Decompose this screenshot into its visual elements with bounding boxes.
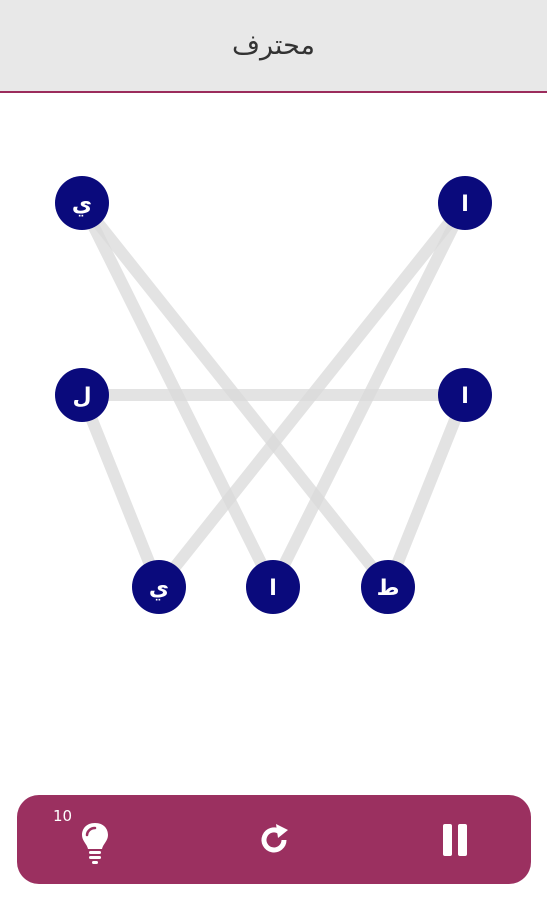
restart-icon: [261, 823, 288, 852]
node-letter: ي: [72, 192, 92, 217]
level-title: محترف: [232, 30, 315, 61]
pause-icon: [443, 823, 467, 856]
edge-n3-n5: [76, 389, 165, 593]
bottom-control-bar: 10: [17, 795, 531, 884]
node-circle[interactable]: [246, 560, 300, 614]
edge-n4-n7: [382, 389, 471, 593]
hint-count-label: 10: [53, 807, 73, 825]
node-circle[interactable]: [55, 176, 109, 230]
node-letter: ا: [269, 576, 277, 601]
lightbulb-icon: [82, 822, 108, 864]
node-letter: ط: [377, 576, 400, 601]
letter-node[interactable]: ل: [55, 368, 109, 422]
letter-node[interactable]: ا: [438, 176, 492, 230]
pause-button[interactable]: [415, 795, 495, 884]
node-circle[interactable]: [438, 176, 492, 230]
letter-node[interactable]: ي: [55, 176, 109, 230]
letter-node[interactable]: ا: [246, 560, 300, 614]
puzzle-canvas[interactable]: ي ا ل ا ي ا ط: [0, 95, 547, 785]
node-letter: ي: [149, 576, 169, 601]
node-circle[interactable]: [438, 368, 492, 422]
node-letter: ا: [461, 384, 469, 409]
node-letter: ا: [461, 192, 469, 217]
puzzle-board[interactable]: ي ا ل ا ي ا ط: [0, 95, 547, 785]
node-circle[interactable]: [55, 368, 109, 422]
letter-node[interactable]: ط: [361, 560, 415, 614]
hint-button[interactable]: [55, 795, 135, 884]
header-bar: محترف: [0, 0, 547, 93]
restart-button[interactable]: [234, 795, 314, 884]
letter-node[interactable]: ي: [132, 560, 186, 614]
node-letter: ل: [72, 384, 91, 409]
letter-node[interactable]: ا: [438, 368, 492, 422]
node-circle[interactable]: [361, 560, 415, 614]
node-circle[interactable]: [132, 560, 186, 614]
